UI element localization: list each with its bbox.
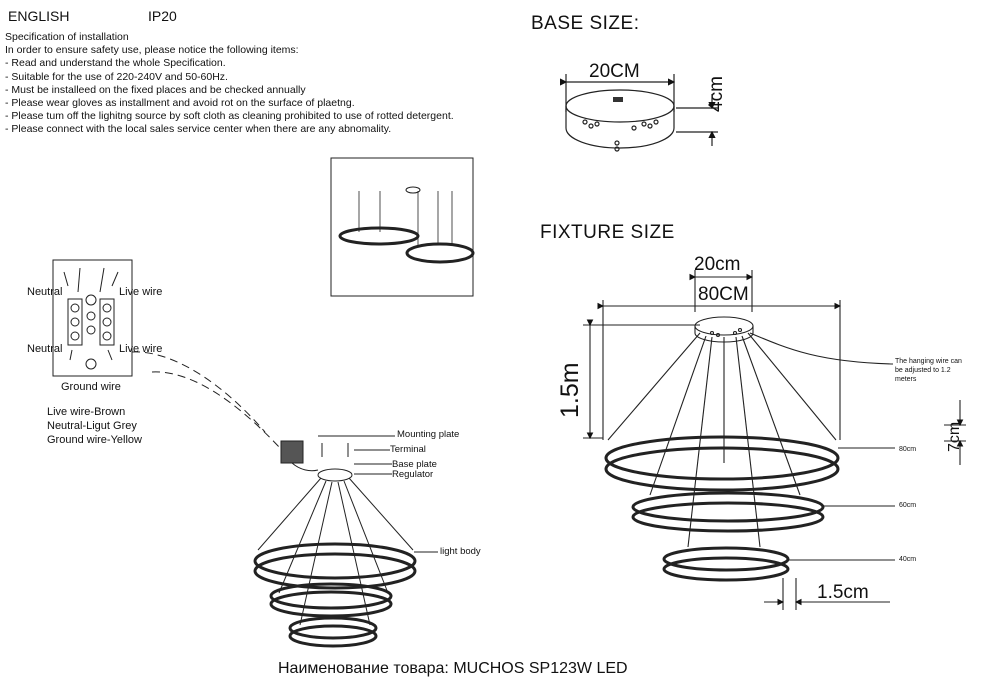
part-regulator: Regulator: [392, 469, 434, 480]
fixture-base-width-label: 20cm: [694, 254, 741, 275]
live-label-bottom: Live wire: [119, 343, 163, 355]
part-base-plate: Base plate: [392, 459, 437, 470]
fixture-size-title: FIXTURE SIZE: [540, 222, 675, 243]
ring-label-60: 60cm: [899, 502, 917, 509]
spec-title: Specification of installation: [5, 31, 129, 43]
ring-label-40: 40cm: [899, 556, 917, 563]
fixture-drawing: [583, 270, 966, 610]
base-width-label: 20CM: [589, 61, 640, 82]
fixture-outer-width-label: 80CM: [698, 284, 749, 305]
wire-note-line: meters: [895, 376, 917, 383]
spec-line: - Please connect with the local sales se…: [5, 123, 392, 136]
product-name: Наименование товара: MUCHOS SP123W LED: [278, 660, 628, 677]
part-terminal: Terminal: [390, 444, 426, 455]
wire-note-line: The hanging wire can: [895, 358, 962, 365]
base-size-title: BASE SIZE:: [531, 13, 640, 34]
spec-line: - Read and understand the whole Specific…: [5, 57, 226, 70]
base-canopy-drawing: [560, 74, 718, 152]
spec-line: - Please tum off the lighitng source by …: [5, 110, 454, 123]
live-label-top: Live wire: [119, 286, 163, 298]
product-thumbnail: [330, 157, 475, 297]
ring-label-80: 80cm: [899, 446, 917, 453]
ring-thickness-label: 1.5cm: [817, 582, 869, 603]
wiring-terminal-diagram: [52, 259, 281, 449]
part-mounting-plate: Mounting plate: [397, 429, 460, 440]
wire-note-line: be adjusted to 1.2: [895, 367, 951, 374]
spec-line: - Please wear gloves as installment and …: [5, 97, 355, 110]
spec-line: - Suitable for the use of 220-240V and 5…: [5, 70, 228, 83]
ground-label: Ground wire: [61, 381, 121, 393]
neutral-label-top: Neutral: [27, 286, 63, 298]
wire-color-grey: Neutral-Ligut Grey: [47, 420, 137, 432]
language-label: ENGLISH: [8, 8, 70, 24]
spec-line: - Must be installeed on the fixed places…: [5, 83, 306, 96]
wire-note: The hanging wire can be adjusted to 1.2 …: [895, 357, 962, 384]
wire-color-list: Live wire-Brown Neutral-Ligut Grey Groun…: [47, 405, 142, 447]
wire-color-yellow: Ground wire-Yellow: [47, 434, 142, 446]
wire-color-brown: Live wire-Brown: [47, 406, 126, 418]
neutral-label-bottom: Neutral: [27, 343, 63, 355]
installation-drawing: [253, 435, 438, 648]
spec-block: Specification of installation In order t…: [5, 31, 454, 137]
part-light-body: light body: [440, 546, 481, 557]
spec-line: In order to ensure safety use, please no…: [5, 44, 299, 57]
ip-rating: IP20: [148, 8, 177, 24]
